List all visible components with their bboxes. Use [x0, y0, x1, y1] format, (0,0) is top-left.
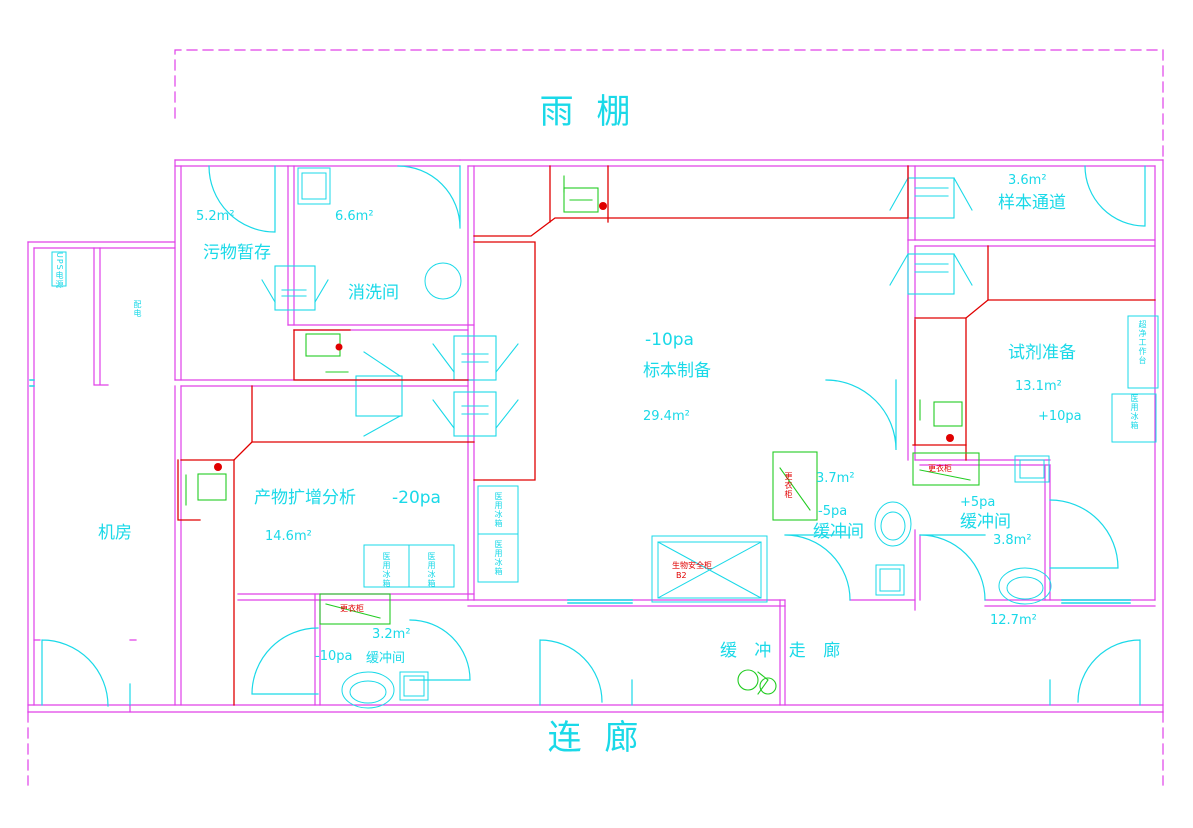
bsc-model: B2 [676, 571, 687, 580]
fixtures [51, 167, 1159, 709]
buffer-left-area: 3.2m² [372, 627, 411, 642]
corridor-label: 连 廊 [547, 718, 645, 758]
buffer-mid-pressure: -5pa [818, 504, 848, 519]
wash-area: 6.6m² [335, 209, 374, 224]
fridge-4: 医用冰箱 [427, 552, 436, 588]
fridge-1: 医用冰箱 [494, 492, 503, 528]
fridge-5: 医用冰箱 [1130, 394, 1139, 430]
buffer-mid-area: 3.7m² [816, 471, 855, 486]
fridge-2: 医用冰箱 [494, 540, 503, 576]
windows [29, 379, 1131, 604]
reagent-prep-area: 13.1m² [1015, 379, 1062, 394]
canopy-label: 雨 棚 [539, 92, 637, 132]
amplification-area: 14.6m² [265, 529, 312, 544]
fridge-3: 医用冰箱 [382, 552, 391, 588]
amplification-name: 产物扩增分析 [254, 488, 356, 508]
buffer-left-name: 缓冲间 [366, 651, 406, 666]
amplification-pressure: -20pa [392, 488, 441, 508]
specimen-prep-area: 29.4m² [643, 409, 690, 424]
clean-bench-label: 超净工作台 [1138, 320, 1147, 365]
buffer-left-pressure: -10pa [315, 649, 353, 664]
buffer-right-pressure: +5pa [960, 495, 996, 510]
ups-label: UPS电源 [55, 252, 64, 289]
reagent-prep-name: 试剂准备 [1008, 343, 1076, 363]
walls [27, 159, 1164, 713]
pass-boxes [261, 177, 973, 437]
electrical-label: 配电 [133, 300, 142, 318]
bsc-label: 生物安全柜 [672, 561, 712, 570]
waste-name: 污物暂存 [203, 243, 271, 263]
wardrobe-right: 更衣柜 [928, 464, 952, 473]
wardrobe-mid: 更衣柜 [784, 472, 793, 499]
sample-channel-area: 3.6m² [1008, 173, 1047, 188]
wash-name: 消洗间 [348, 283, 399, 303]
door-swings [41, 165, 1146, 707]
canopy-boundary [27, 49, 1164, 786]
green-fixtures [185, 175, 980, 695]
machine-room-name: 机房 [98, 523, 132, 543]
buffer-corridor-name: 缓 冲 走 廊 [720, 641, 847, 661]
waste-area: 5.2m² [196, 209, 235, 224]
reagent-prep-pressure: +10pa [1038, 409, 1082, 424]
specimen-prep-name: 标本制备 [643, 361, 711, 381]
red-partitions [177, 165, 1156, 706]
buffer-mid-name: 缓冲间 [813, 522, 864, 542]
specimen-prep-pressure: -10pa [645, 330, 694, 350]
buffer-right-area: 3.8m² [993, 533, 1032, 548]
wardrobe-left: 更衣柜 [340, 604, 364, 613]
buffer-corridor-area: 12.7m² [990, 613, 1037, 628]
buffer-right-name: 缓冲间 [960, 512, 1011, 532]
red-fixture-marks [214, 202, 954, 471]
sample-channel-name: 样本通道 [998, 193, 1066, 213]
